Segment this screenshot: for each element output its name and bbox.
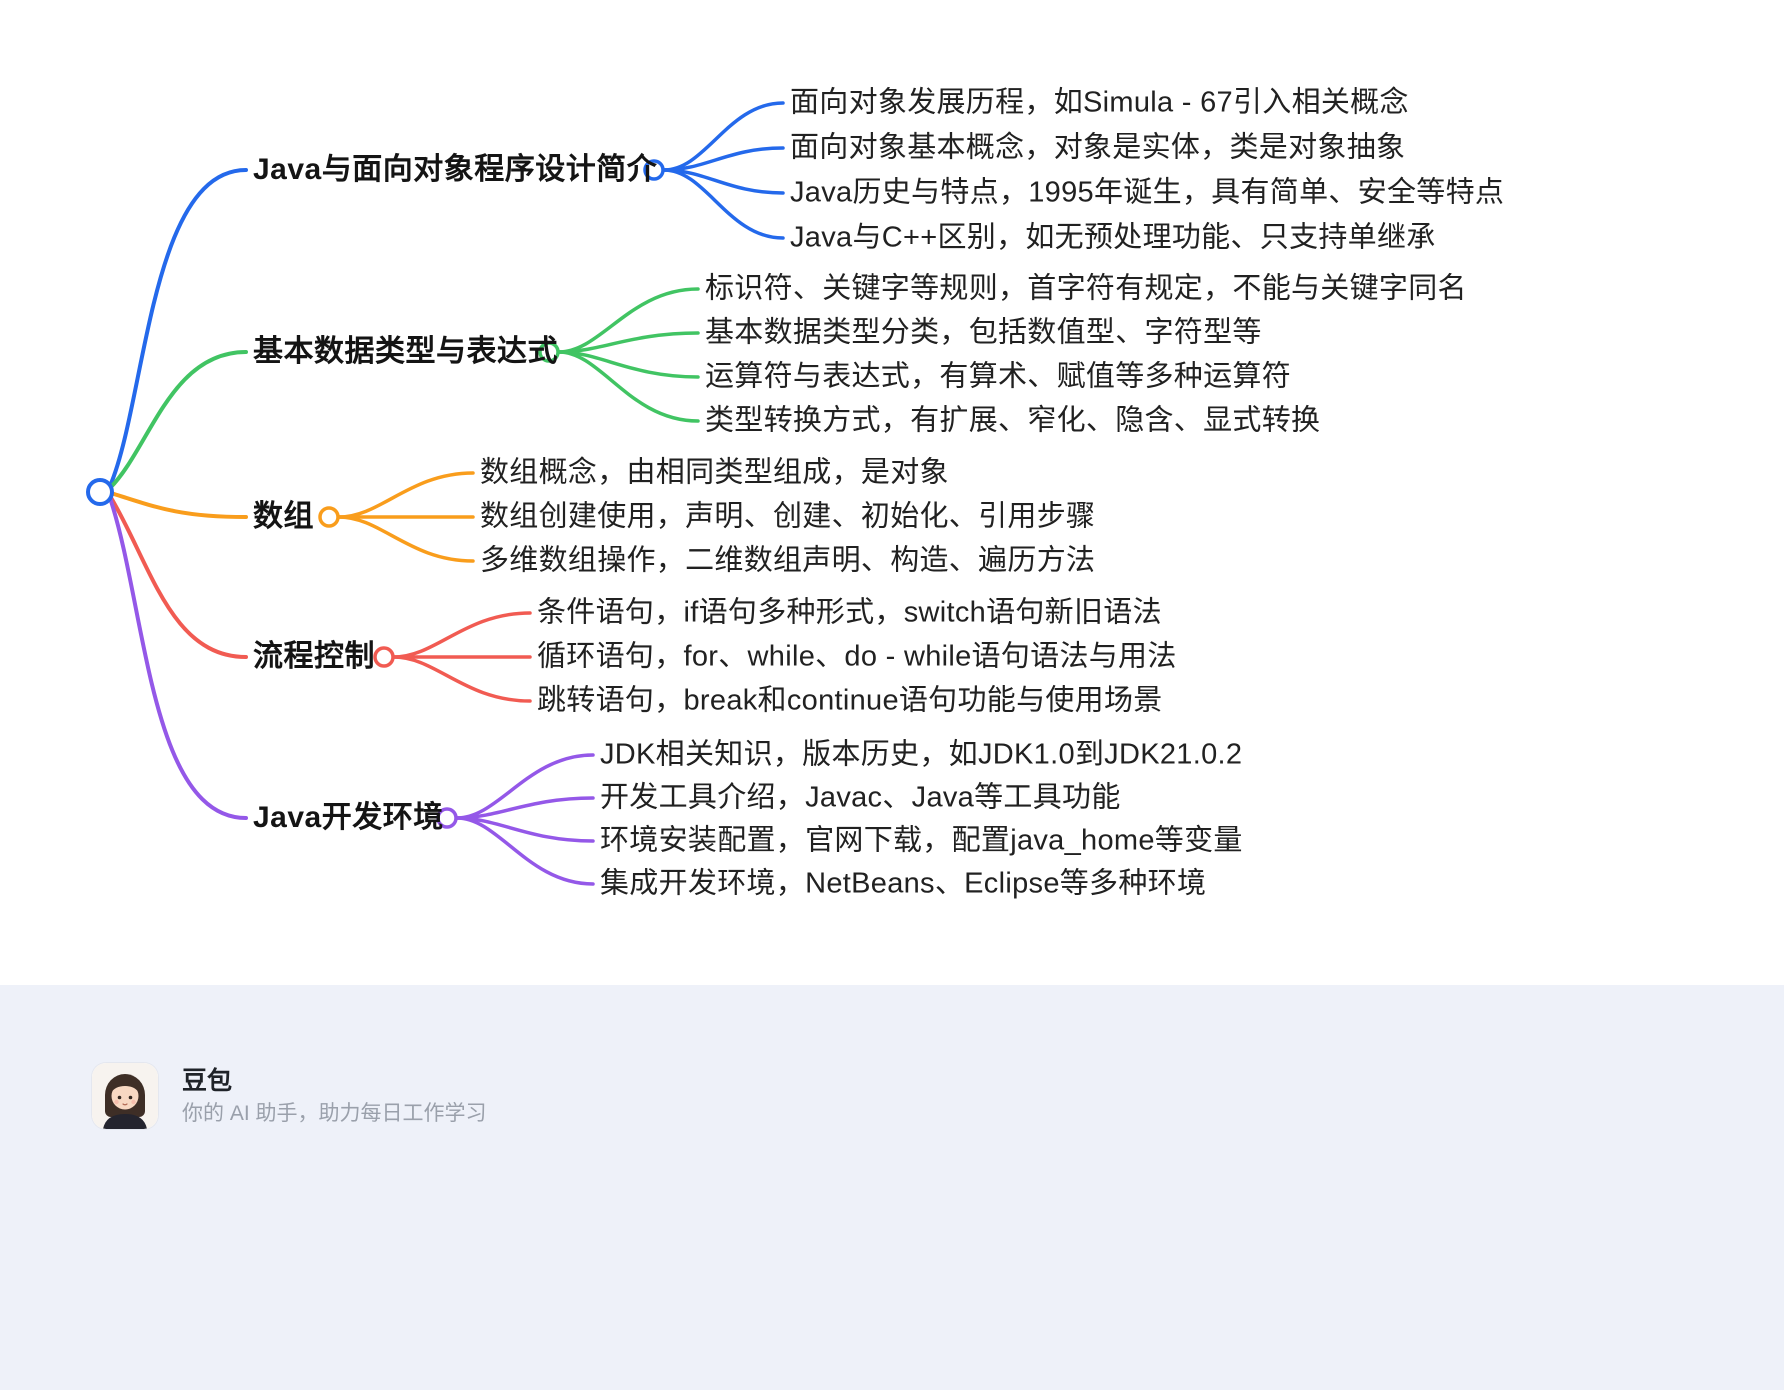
doubao-girl-avatar-icon (92, 1063, 158, 1129)
leaf-connector (392, 655, 532, 703)
branch-connector (108, 350, 248, 490)
leaf-node[interactable]: 数组概念，由相同类型组成，是对象 (480, 456, 949, 489)
branch-topic-java-oop-intro[interactable]: Java与面向对象程序设计简介 (253, 152, 658, 186)
mindmap-connectors (86, 101, 785, 886)
leaf-connector (337, 471, 475, 519)
leaf-node[interactable]: 环境安装配置，官网下载，配置java_home等变量 (600, 824, 1243, 857)
leaf-node[interactable]: 面向对象发展历程，如Simula - 67引入相关概念 (790, 86, 1409, 119)
assistant-name: 豆包 (182, 1066, 233, 1095)
branch-node[interactable] (538, 341, 560, 363)
leaf-connector (662, 168, 785, 240)
branch-topic-arrays[interactable]: 数组 (253, 499, 314, 533)
branch-connector (108, 168, 248, 488)
branch-topic-data-types[interactable]: 基本数据类型与表达式 (253, 334, 558, 368)
leaf-node[interactable]: 数组创建使用，声明、创建、初始化、引用步骤 (480, 500, 1096, 533)
leaf-node[interactable]: 面向对象基本概念，对象是实体，类是对象抽象 (790, 131, 1406, 164)
leaf-node[interactable]: 运算符与表达式，有算术、赋值等多种运算符 (705, 360, 1292, 393)
branding-meta: 豆包 你的 AI 助手，助力每日工作学习 (182, 1066, 487, 1125)
leaf-connector (557, 287, 700, 354)
leaf-node[interactable]: Java历史与特点，1995年诞生，具有简单、安全等特点 (790, 176, 1505, 209)
leaf-node[interactable]: Java与C++区别，如无预处理功能、只支持单继承 (790, 221, 1436, 254)
leaf-node[interactable]: 基本数据类型分类，包括数值型、字符型等 (705, 316, 1262, 349)
branch-connector (108, 494, 248, 659)
leaf-node[interactable]: 集成开发环境，NetBeans、Eclipse等多种环境 (600, 867, 1207, 900)
leaf-node[interactable]: 多维数组操作，二维数组声明、构造、遍历方法 (480, 544, 1096, 577)
leaf-connector (557, 331, 700, 354)
branding-footer: 豆包 你的 AI 助手，助力每日工作学习 (0, 985, 1784, 1390)
leaf-node[interactable]: 跳转语句，break和continue语句功能与使用场景 (537, 684, 1163, 717)
branch-node[interactable] (643, 159, 665, 181)
branch-connector (108, 496, 248, 820)
leaf-node[interactable]: 循环语句，for、while、do - while语句语法与用法 (537, 640, 1177, 673)
branding-row: 豆包 你的 AI 助手，助力每日工作学习 (92, 1063, 487, 1129)
branch-node[interactable] (436, 807, 458, 829)
branch-topic-dev-env[interactable]: Java开发环境 (253, 800, 444, 834)
root-node[interactable] (86, 478, 114, 506)
leaf-node[interactable]: 条件语句，if语句多种形式，switch语句新旧语法 (537, 596, 1162, 629)
leaf-connector (455, 816, 595, 886)
branch-connector (109, 491, 248, 519)
leaf-connector (662, 101, 785, 172)
leaf-connector (557, 350, 700, 423)
leaf-connector (455, 753, 595, 820)
leaf-connector (392, 611, 532, 659)
mindmap-area: Java与面向对象程序设计简介 基本数据类型与表达式 数组 流程控制 Java开… (86, 86, 1505, 900)
avatar (92, 1063, 158, 1129)
leaf-node[interactable]: JDK相关知识，版本历史，如JDK1.0到JDK21.0.2 (600, 738, 1243, 771)
branch-topic-flow-control[interactable]: 流程控制 (253, 639, 375, 673)
branch-node[interactable] (373, 646, 395, 668)
leaf-connector (337, 515, 475, 563)
branch-node[interactable] (318, 506, 340, 528)
leaf-node[interactable]: 开发工具介绍，Javac、Java等工具功能 (600, 781, 1121, 814)
leaf-node[interactable]: 标识符、关键字等规则，首字符有规定，不能与关键字同名 (705, 272, 1467, 305)
assistant-tagline: 你的 AI 助手，助力每日工作学习 (182, 1101, 487, 1125)
leaf-connector (455, 796, 595, 820)
leaf-node[interactable]: 类型转换方式，有扩展、窄化、隐含、显式转换 (705, 404, 1321, 437)
